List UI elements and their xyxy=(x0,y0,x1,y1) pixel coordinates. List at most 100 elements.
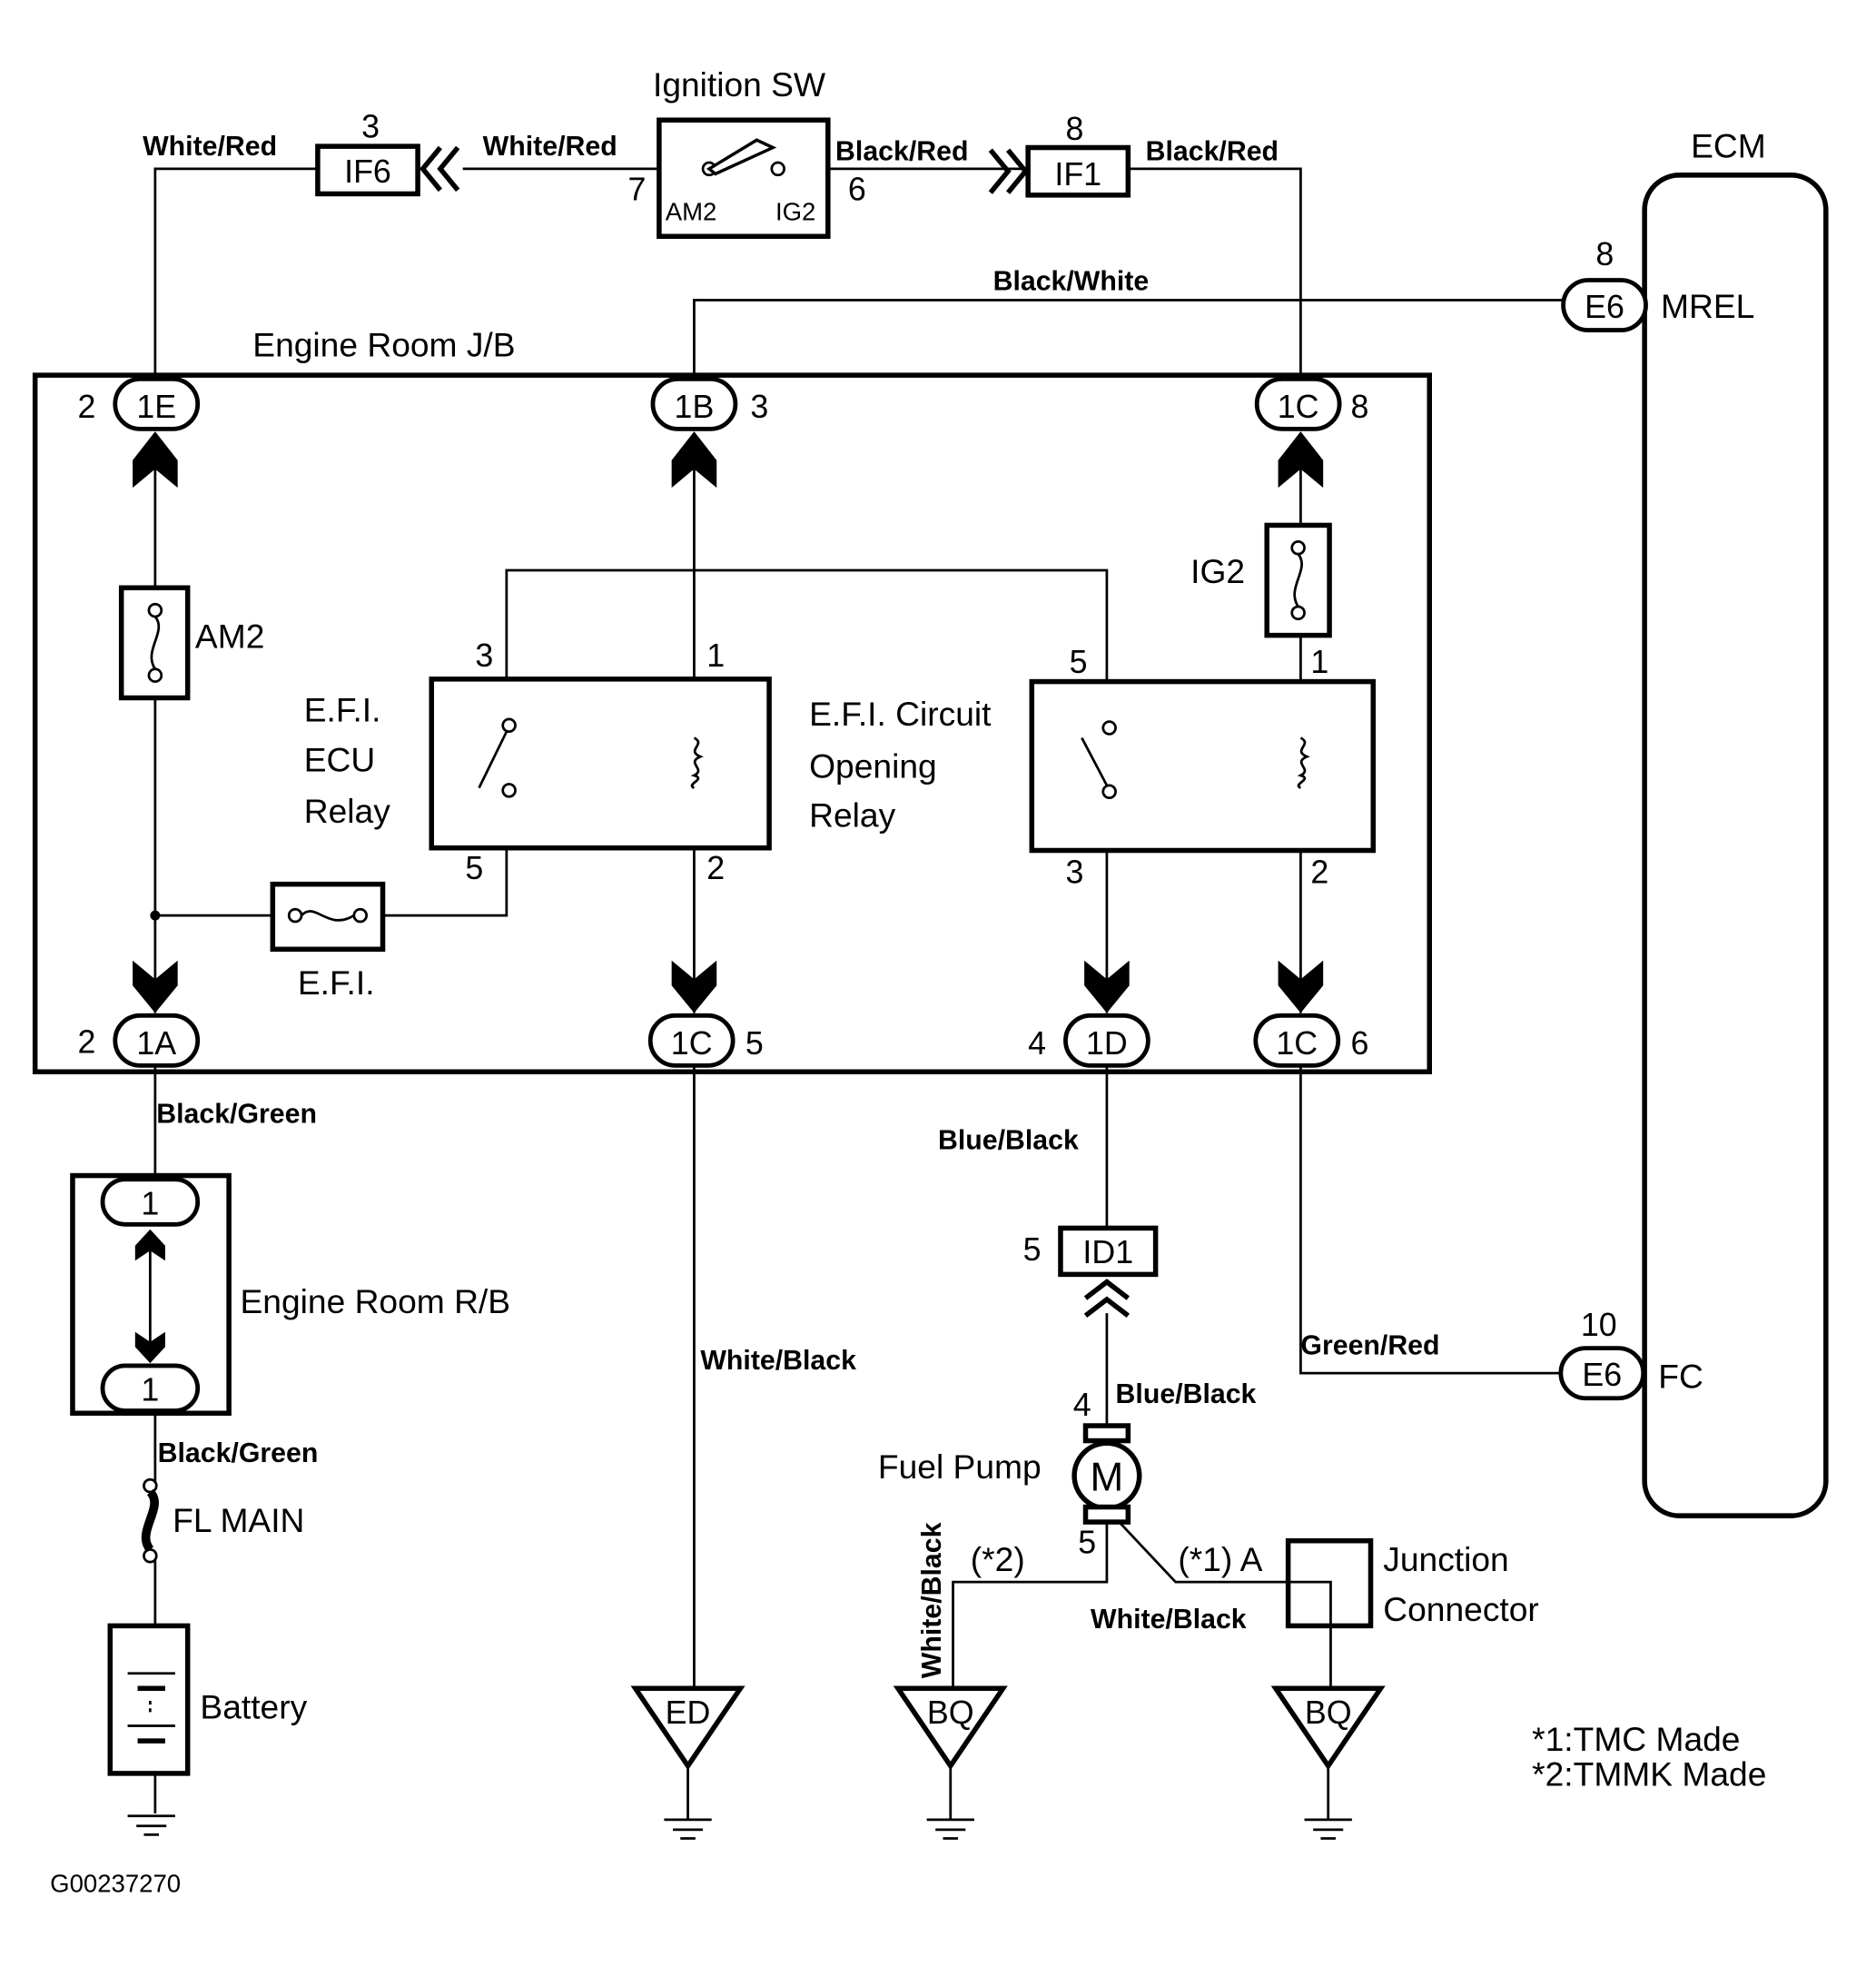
connector-if6-pin: 3 xyxy=(361,108,380,144)
efi-circuit-opening-relay: E.F.I. Circuit Opening Relay 5 1 3 2 xyxy=(809,644,1377,890)
wire-label-blue-black-bottom: Blue/Black xyxy=(1116,1379,1257,1409)
efi-cor-label-3: Relay xyxy=(809,795,895,834)
wire-label-blue-black-top: Blue/Black xyxy=(938,1126,1079,1156)
wire-label-green-red: Green/Red xyxy=(1300,1331,1439,1361)
ignition-pin-6: 6 xyxy=(848,171,866,207)
engine-room-jb: Engine Room J/B 2 1E 1B 3 1C 8 AM2 xyxy=(32,326,1432,1075)
fuel-pump-pin-5: 5 xyxy=(1078,1525,1096,1561)
rb-bottom-connector: 1 xyxy=(141,1371,159,1408)
arrow-up-icon xyxy=(133,431,178,489)
connector-1a-pin: 2 xyxy=(77,1024,95,1061)
connector-1c-top-label: 1C xyxy=(1278,389,1319,425)
connector-id1: 5 ID1 xyxy=(1023,1225,1159,1319)
ecm-fc-label: FC xyxy=(1658,1358,1703,1396)
ignition-switch-title: Ignition SW xyxy=(653,65,825,104)
ground-bq-left: BQ xyxy=(893,1685,1008,1840)
connector-1b-label: 1B xyxy=(675,389,715,425)
ground-bq-left-label: BQ xyxy=(927,1694,974,1731)
ignition-pin-7: 7 xyxy=(627,171,646,207)
connector-1e: 2 1E xyxy=(77,376,201,489)
connector-1c-5-label: 1C xyxy=(671,1025,713,1062)
arrow-up-icon xyxy=(671,431,717,489)
fuel-pump-label: Fuel Pump xyxy=(878,1447,1042,1486)
connector-if1-pin: 8 xyxy=(1065,111,1083,147)
connector-1c-5: 1C 5 xyxy=(647,960,764,1068)
ground-bq-right: BQ xyxy=(1270,1685,1386,1840)
efi-ecu-relay-pin-5: 5 xyxy=(465,850,483,886)
connector-1d-label: 1D xyxy=(1086,1025,1128,1062)
connector-1d: 4 1D xyxy=(1028,960,1150,1068)
efi-cor-label-2: Opening xyxy=(809,747,937,785)
efi-ecu-relay: E.F.I. ECU Relay 3 1 5 2 xyxy=(304,637,772,886)
wire-label-black-green-top: Black/Green xyxy=(156,1100,317,1130)
efi-ecu-relay-label-1: E.F.I. xyxy=(304,691,381,729)
connector-1c-6-pin: 6 xyxy=(1350,1025,1368,1062)
ecm-mrel-label: MREL xyxy=(1661,287,1754,325)
fuse-am2-label: AM2 xyxy=(195,617,264,655)
arrow-up-icon xyxy=(134,1229,165,1261)
connector-1e-pin: 2 xyxy=(77,389,95,425)
ecm-mrel-connector: E6 xyxy=(1585,289,1624,325)
note-tmmk: *2:TMMK Made xyxy=(1532,1755,1766,1793)
note-tmc: *1:TMC Made xyxy=(1532,1720,1740,1758)
connector-chevron-icon xyxy=(988,148,1029,194)
connector-chevron-icon xyxy=(1083,1279,1131,1319)
efi-ecu-relay-pin-3: 3 xyxy=(475,637,493,674)
relay-coil-icon xyxy=(1297,736,1310,789)
fuse-fl-main: FL MAIN xyxy=(141,1477,304,1564)
connector-1d-pin: 4 xyxy=(1028,1025,1046,1062)
rb-top-connector: 1 xyxy=(141,1185,159,1221)
fuse-am2: AM2 xyxy=(118,585,264,701)
connector-1c-6: 1C 6 xyxy=(1253,960,1368,1068)
fuel-pump-symbol: M xyxy=(1091,1456,1124,1500)
ecm-mrel-pin: 8 xyxy=(1595,236,1614,272)
connector-1c-top-pin: 8 xyxy=(1350,389,1368,425)
connector-1c-5-pin: 5 xyxy=(745,1025,764,1062)
relay-coil-icon xyxy=(690,736,704,789)
efi-cor-pin-3: 3 xyxy=(1065,854,1083,890)
junction-connector-label-1: Junction xyxy=(1383,1540,1508,1578)
fuse-ig2: IG2 xyxy=(1190,522,1332,638)
connector-1e-label: 1E xyxy=(136,389,176,425)
arrow-down-icon xyxy=(671,960,717,1013)
arrow-up-icon xyxy=(1278,431,1324,489)
wire-label-black-red-right: Black/Red xyxy=(1146,136,1279,166)
connector-1c-top: 1C 8 xyxy=(1254,376,1368,489)
efi-ecu-relay-pin-2: 2 xyxy=(706,850,725,886)
arrow-down-icon xyxy=(133,960,178,1013)
wire-label-white-red-right: White/Red xyxy=(483,132,617,162)
junction-connector-tag: (*1) A xyxy=(1178,1540,1262,1578)
ecm-fc-pin: 10 xyxy=(1581,1307,1617,1343)
efi-ecu-relay-pin-1: 1 xyxy=(706,637,725,674)
wire-label-white-black-junction: White/Black xyxy=(1091,1605,1247,1635)
connector-if1-label: IF1 xyxy=(1054,156,1101,193)
battery: Battery xyxy=(107,1623,308,1776)
wire-label-black-green-bottom: Black/Green xyxy=(158,1438,319,1468)
arrow-down-icon xyxy=(1084,960,1130,1013)
connector-chevron-icon xyxy=(420,145,460,193)
engine-room-rb: 1 1 Engine Room R/B xyxy=(70,1172,511,1417)
fuse-fl-main-label: FL MAIN xyxy=(173,1501,304,1539)
efi-cor-label-1: E.F.I. Circuit xyxy=(809,695,992,733)
junction-connector: (*1) A Junction Connector xyxy=(1178,1537,1539,1629)
efi-ecu-relay-label-3: Relay xyxy=(304,792,390,830)
arrow-down-icon xyxy=(1278,960,1324,1013)
tmmk-tag: (*2) xyxy=(971,1540,1025,1578)
connector-id1-label: ID1 xyxy=(1082,1234,1133,1270)
connector-1a-label: 1A xyxy=(136,1025,176,1062)
ignition-term-am2: AM2 xyxy=(666,197,717,225)
wire-label-black-white: Black/White xyxy=(993,267,1150,297)
ecm-title: ECM xyxy=(1691,127,1766,165)
connector-1c-6-label: 1C xyxy=(1276,1025,1318,1062)
efi-ecu-relay-label-2: ECU xyxy=(304,741,375,779)
fuel-pump-pin-4: 4 xyxy=(1073,1387,1091,1423)
battery-label: Battery xyxy=(200,1687,307,1725)
fuse-ig2-label: IG2 xyxy=(1190,552,1245,590)
ground-bq-right-label: BQ xyxy=(1305,1694,1352,1731)
efi-cor-pin-5: 5 xyxy=(1070,644,1088,680)
ground-ed: ED xyxy=(630,1685,745,1840)
wire-label-white-black-ed: White/Black xyxy=(700,1346,856,1376)
engine-room-rb-title: Engine Room R/B xyxy=(241,1282,511,1320)
connector-id1-pin: 5 xyxy=(1023,1231,1042,1268)
